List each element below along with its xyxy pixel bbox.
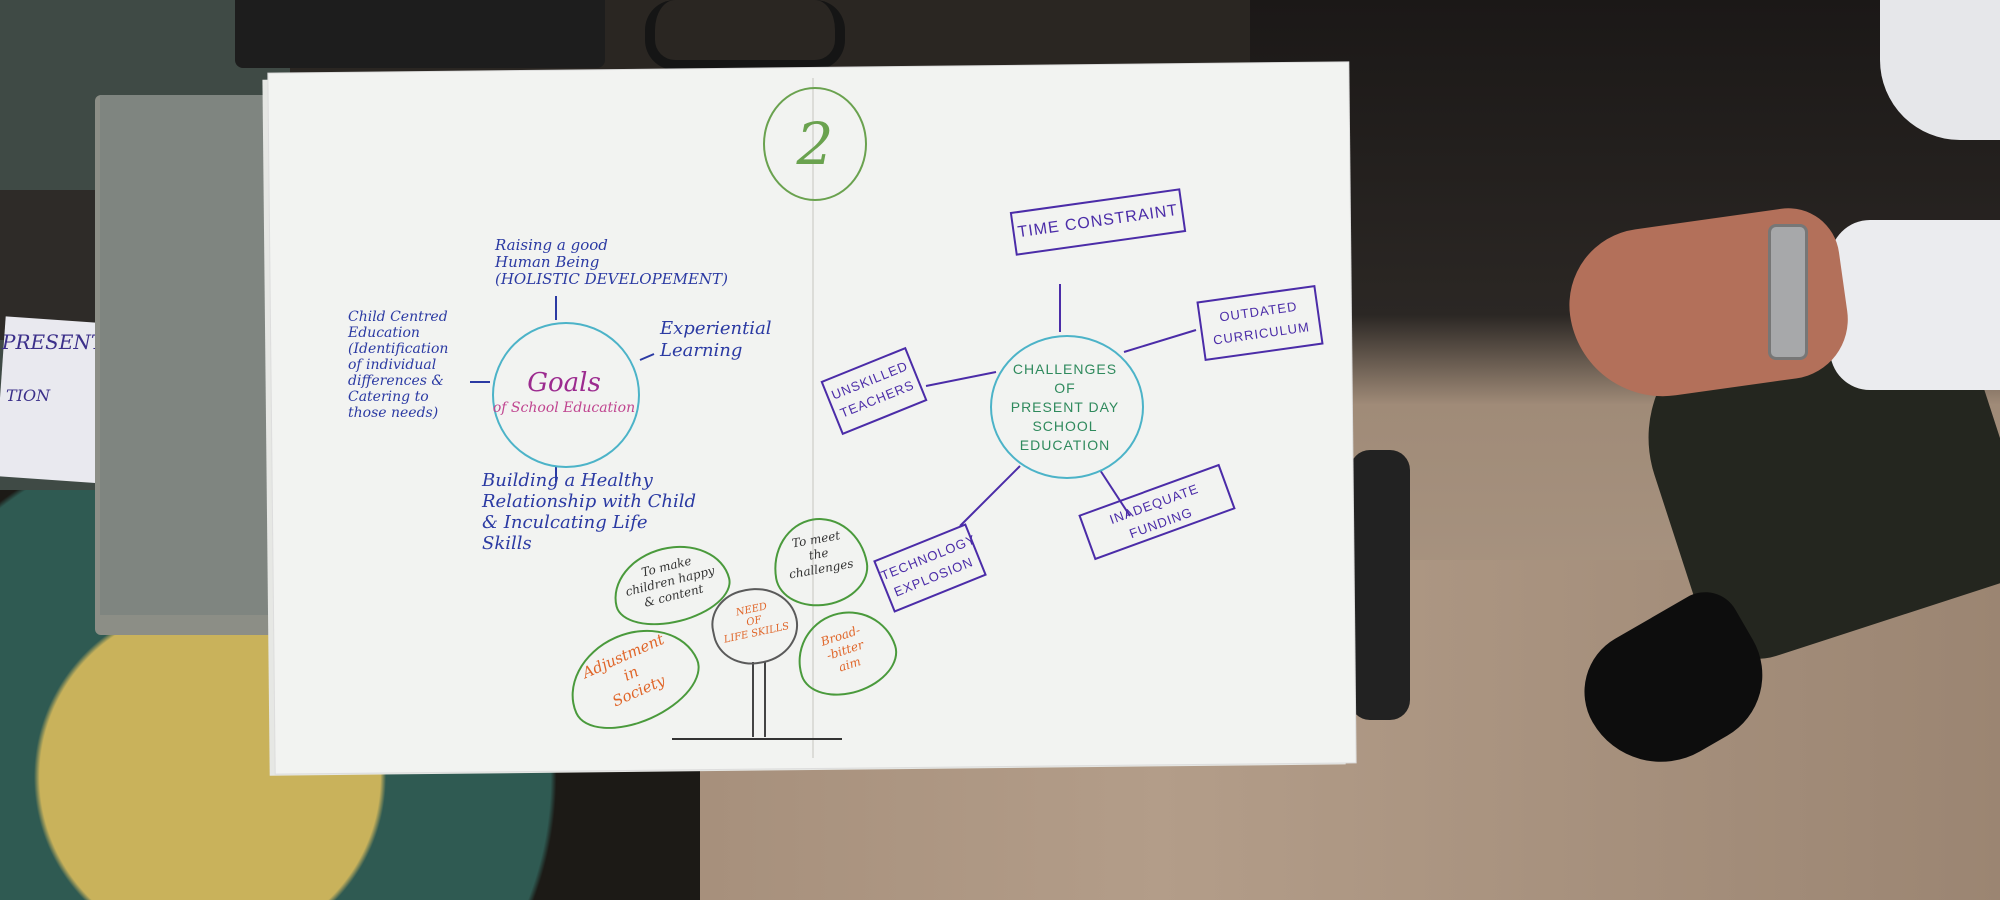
arrow-technology (959, 465, 1021, 527)
challenges-title: CHALLENGES OF PRESENT DAY SCHOOL EDUCATI… (1010, 361, 1120, 453)
paper-fold (812, 78, 814, 758)
goal-holistic: Raising a good Human Being (HOLISTIC DEV… (495, 236, 728, 288)
telephone (235, 0, 605, 68)
goal-relationship: Building a Healthy Relationship with Chi… (482, 470, 697, 554)
arrow-outdated (1123, 329, 1197, 353)
bag (1350, 450, 1410, 720)
goals-title: Goals (527, 368, 601, 398)
sticky-note-text-2: TION (6, 386, 51, 405)
goal-experiential: Experiential Learning (660, 318, 772, 361)
sticky-note-text: PRESENT (2, 330, 105, 354)
goals-subtitle: of School Education (492, 400, 636, 416)
phone-cord (645, 0, 845, 70)
arrow-inadequate (1099, 469, 1131, 517)
arrow-unskilled (925, 371, 997, 387)
page-number: 2 (763, 87, 867, 201)
challenges-circle (990, 335, 1144, 479)
tray (100, 95, 300, 615)
wristwatch (1768, 224, 1808, 360)
goals-circle (492, 322, 640, 468)
shirt-sleeve (1830, 220, 2000, 390)
tree-ground (672, 738, 842, 740)
arrow-right-goals (639, 353, 655, 361)
tree-trunk (752, 662, 766, 737)
goal-child-centred: Child Centred Education (Identification … (348, 309, 449, 421)
